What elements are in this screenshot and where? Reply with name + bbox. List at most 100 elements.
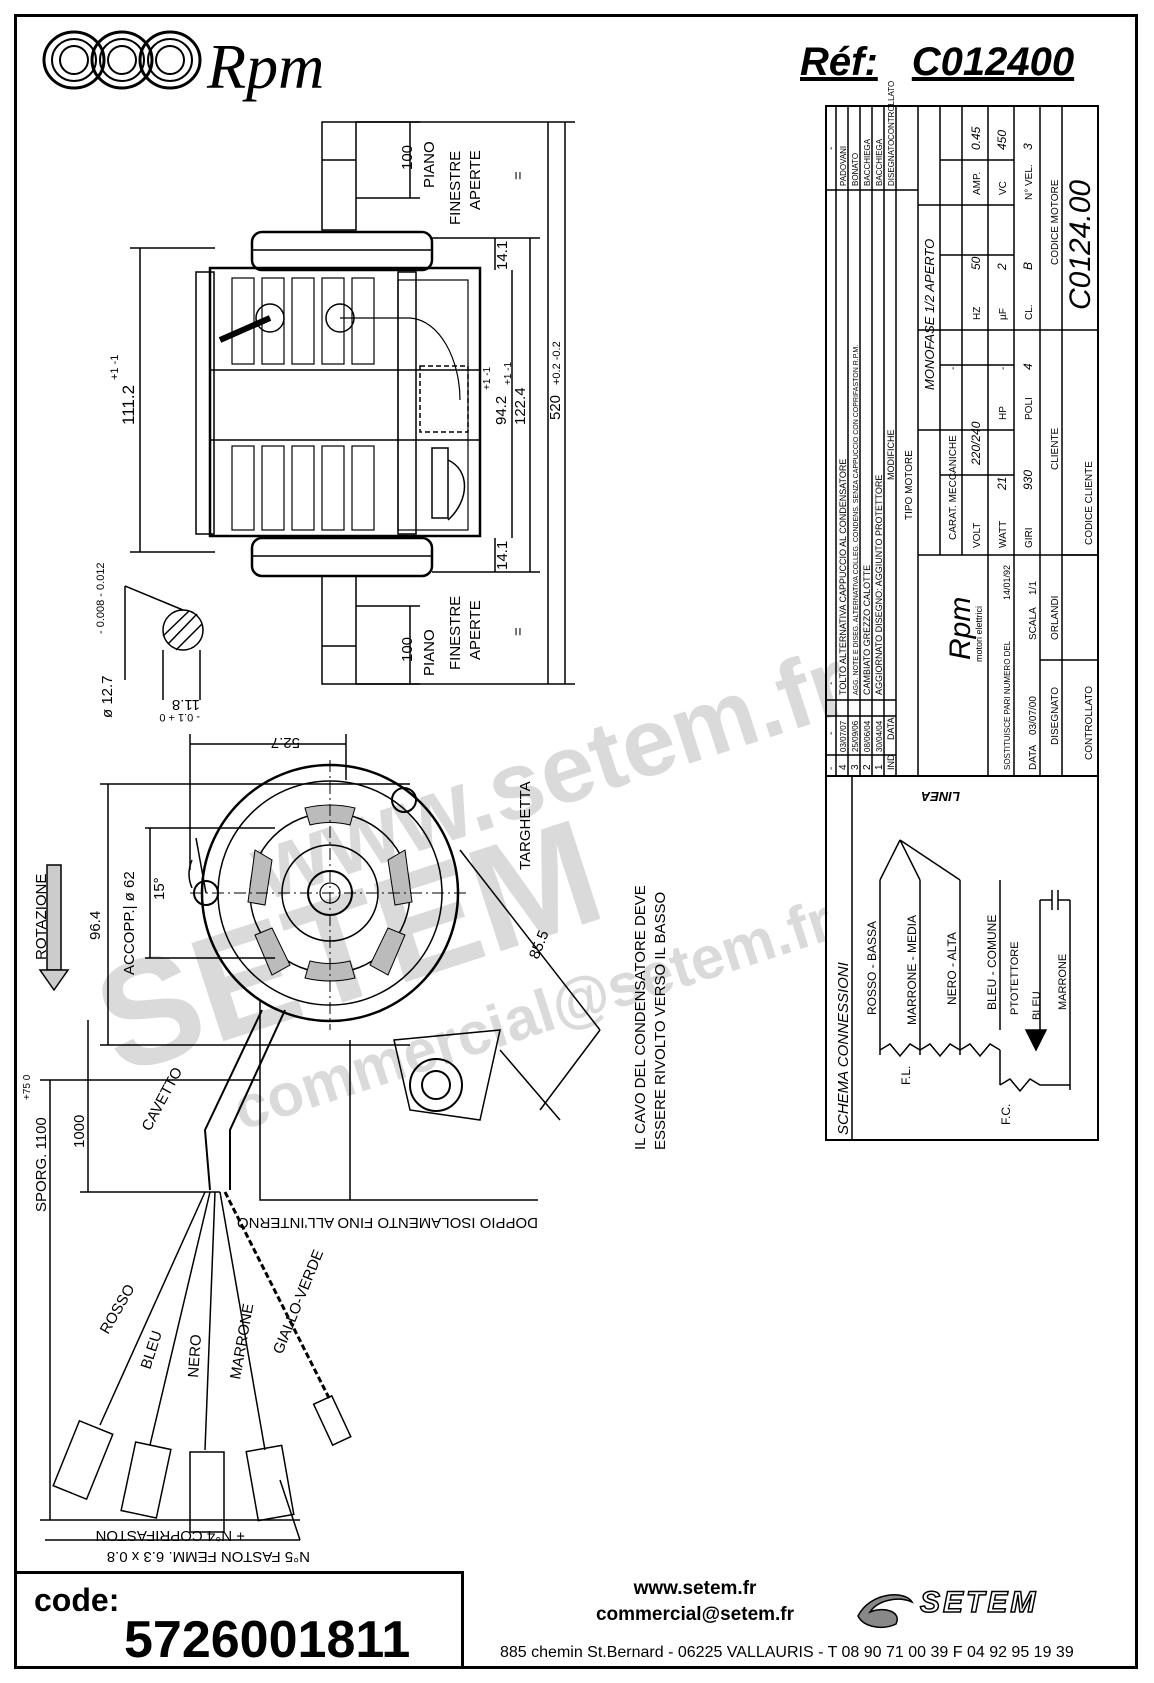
rev-row-1-drawn: PADOVANI: [839, 146, 848, 186]
dim-sporg: SPORG. 1100: [33, 1117, 50, 1212]
vc-label: VC: [998, 181, 1009, 195]
dim-111-tol: +1 -1: [109, 355, 121, 380]
dim-1000: 1000: [71, 1115, 88, 1148]
schema-fc: F.C.: [999, 1104, 1013, 1125]
rev-row-2-drawn: BONATO: [851, 153, 860, 186]
rev-row-1-ind: 4: [838, 764, 849, 770]
note-doppio-isolamento: DOPPIO ISOLAMENTO FINO ALL'INTERNO: [237, 1214, 538, 1231]
note-faston: N°5 FASTON FEMM. 6.3 x 0.8: [107, 1548, 310, 1565]
rev-row-1-date: 03/07/07: [839, 720, 848, 752]
dim-flat-tol: - 0.1 + 0: [159, 711, 200, 723]
titleblock-brand-sub: motori elettrici: [974, 606, 984, 662]
data-label: DATA: [1028, 744, 1039, 770]
rev-row-4-date: 30/04/04: [875, 720, 884, 752]
website-link[interactable]: www.setem.fr: [633, 1578, 757, 1599]
giri-value: 930: [1021, 470, 1035, 490]
dim-100-bot: 100: [399, 637, 416, 662]
dim-14-top: 14.1: [494, 241, 511, 270]
volt-label: VOLT: [972, 523, 983, 548]
cliente-label: CLIENTE: [1050, 427, 1061, 470]
dim-shaft-tol: - 0.008 - 0.012: [95, 562, 107, 634]
uf-label: µF: [998, 308, 1009, 320]
titleblock-brand: Rpm: [944, 597, 977, 660]
dim-94: 94.2: [493, 396, 510, 425]
dim-122-tol: +1 -1: [503, 361, 514, 385]
rev-row-3-drawn: BACCHIEGA: [863, 138, 872, 186]
label-targhetta: TARGHETTA: [517, 781, 534, 870]
code-box: code: 5726001811: [14, 1571, 464, 1669]
controllato-label: CONTROLLATO: [1084, 686, 1095, 760]
dim-sporg-tol: +75 0: [22, 1074, 33, 1100]
label-finestre-bot: FINESTRE: [447, 596, 464, 670]
rev-row-0-date: -: [826, 732, 837, 735]
drawing-frame: [14, 14, 1138, 1669]
schema-linea: LINEA: [921, 789, 960, 804]
tipo-motore-label: TIPO MOTORE: [904, 450, 915, 520]
rev-row-4-ind: 1: [874, 764, 885, 770]
setem-logo-word: SETEM: [919, 1585, 1039, 1620]
setem-swoosh-icon: [857, 1594, 914, 1629]
code-label: code:: [34, 1582, 120, 1618]
disegnato-value: ORLANDI: [1050, 596, 1061, 640]
schema-w1: ROSSO - BASSA: [865, 921, 879, 1015]
dim-angle: 15°: [151, 877, 168, 900]
top-flange: [250, 230, 434, 272]
scala-label: SCALA: [1028, 607, 1039, 640]
tipo-motore: MONOFASE 1/2 APERTO: [922, 239, 937, 390]
note-capacitor-line2: ESSERE RIVOLTO VERSO IL BASSO: [652, 892, 669, 1150]
carat-value: -: [948, 367, 959, 370]
label-finestre-top: FINESTRE: [447, 151, 464, 225]
dim-accopp: ACCOPP.| ø 62: [121, 871, 138, 975]
code-value: 5726001811: [124, 1611, 411, 1669]
label-cavetto: CAVETTO: [139, 1065, 187, 1134]
dim-100-top: 100: [399, 145, 416, 170]
contact-block: www.setem.fr commercial@setem.fr: [520, 1576, 870, 1628]
codice-cliente-label: CODICE CLIENTE: [1084, 461, 1095, 545]
ref-value: C012400: [911, 40, 1075, 84]
poli-value: 4: [1021, 363, 1035, 370]
hz-label: HZ: [972, 307, 983, 320]
hp-value: -: [998, 367, 1009, 370]
codice-motore-label: CODICE MOTORE: [1050, 179, 1061, 265]
wire-label-marrone: MARRONE: [227, 1302, 257, 1380]
note-coprifaston: + N°4 COPRIFASTON: [95, 1527, 245, 1544]
rev-row-0-drawn: -: [826, 147, 837, 150]
wire-label-rosso: ROSSO: [97, 1282, 139, 1337]
bottom-shaft: [321, 575, 357, 685]
hdr-controllato: CONTROLLATO: [887, 81, 896, 140]
watt-value: 21: [995, 477, 1009, 491]
dim-85: 85.5: [526, 928, 553, 961]
label-piano-bot: PIANO: [421, 629, 438, 676]
schema-title: SCHEMA CONNESSIONI: [835, 962, 852, 1135]
rev-row-2-date: 25/09/06: [851, 720, 860, 752]
dim-14-bot: 14.1: [494, 541, 511, 570]
carat-label: CARAT. MECCANICHE: [948, 435, 959, 540]
data-value: 03/07/00: [1028, 696, 1039, 735]
disegnato-label: DISEGNATO: [1050, 687, 1061, 745]
hp-label: HP: [998, 406, 1009, 420]
rev-row-3-desc: CAMBIATO GREZZO CALOTTE: [862, 565, 872, 695]
amp-value: 0.45: [969, 126, 983, 150]
company-address: 885 chemin St.Bernard - 06225 VALLAURIS …: [500, 1644, 1074, 1661]
dim-122: 122.4: [512, 387, 529, 425]
rev-row-4-desc: AGGIORNATO DISEGNO: AGGIUNTO PROTETTORE: [874, 475, 884, 695]
vc-value: 450: [995, 130, 1009, 150]
email-link[interactable]: commercial@setem.fr: [595, 1604, 795, 1625]
uf-value: 2: [995, 263, 1009, 271]
dim-flat: 11.8: [172, 696, 200, 713]
dim-520-tol: +0.2 -0.2: [551, 341, 563, 385]
schema-w5: BLEU: [1031, 991, 1043, 1020]
schema-w6: MARRONE: [1057, 954, 1069, 1010]
reference: Réf: C012400: [800, 40, 1108, 85]
schema-fl: F.L.: [899, 1066, 913, 1085]
cl-value: B: [1021, 262, 1035, 270]
hz-value: 50: [969, 256, 983, 270]
dim-520: 520: [547, 395, 564, 420]
volt-value: 220/240: [969, 421, 983, 466]
schema-w4: BLEU - COMUNE: [985, 915, 999, 1010]
rpm-logo-coils-icon: [42, 30, 202, 90]
ref-label: Réf:: [800, 40, 878, 84]
rev-row-3-ind: 2: [862, 764, 873, 770]
rev-row-0-desc: -: [826, 682, 837, 685]
